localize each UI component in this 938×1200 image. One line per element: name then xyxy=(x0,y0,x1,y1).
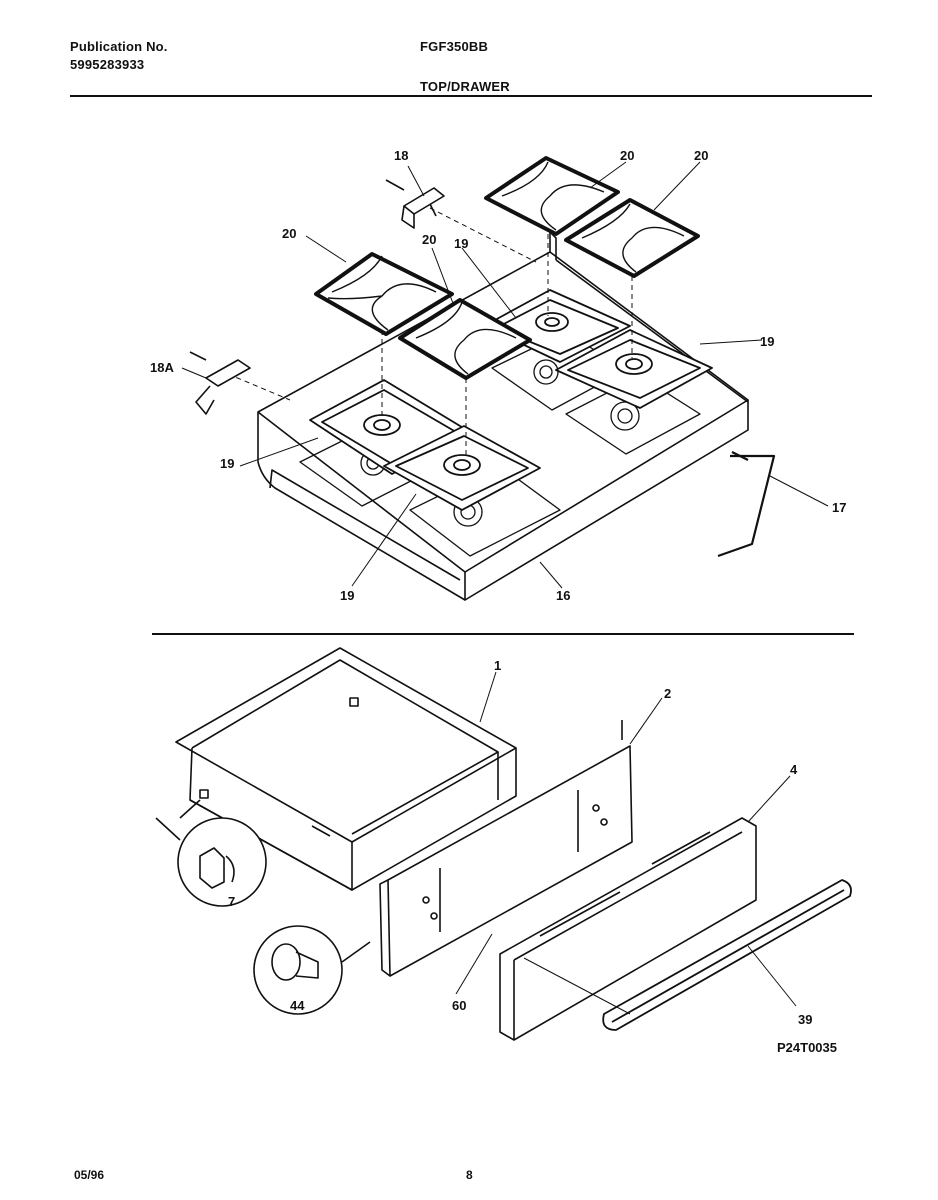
detail-circle-44 xyxy=(253,925,371,1015)
drawer-body-1 xyxy=(175,647,517,891)
publication-number: 5995283933 xyxy=(70,57,145,72)
leader-lines-top xyxy=(181,161,829,589)
callout-1: 1 xyxy=(494,658,501,673)
bracket-18 xyxy=(385,179,445,229)
callout-20: 20 xyxy=(422,232,436,247)
model-number: FGF350BB xyxy=(420,39,489,54)
callout-19: 19 xyxy=(454,236,468,251)
callout-16: 16 xyxy=(556,588,570,603)
callout-20: 20 xyxy=(620,148,634,163)
footer-date: 05/96 xyxy=(74,1168,105,1182)
assembly-lines xyxy=(227,207,633,458)
section-title: TOP/DRAWER xyxy=(420,79,510,94)
detail-circle-7 xyxy=(155,799,267,907)
callout-19: 19 xyxy=(340,588,354,603)
section-divider xyxy=(152,633,854,635)
callout-7: 7 xyxy=(228,894,235,909)
wire-17 xyxy=(717,451,776,558)
callout-19: 19 xyxy=(760,334,774,349)
callout-60: 60 xyxy=(452,998,466,1013)
header-rule xyxy=(70,95,872,97)
callout-17: 17 xyxy=(832,500,846,515)
drawer-panel-4 xyxy=(499,817,757,1041)
drawer-front-2 xyxy=(379,720,633,977)
callout-4: 4 xyxy=(790,762,798,777)
callout-44: 44 xyxy=(290,998,305,1013)
callout-18: 18 xyxy=(394,148,408,163)
handle-39 xyxy=(602,879,852,1031)
figure-id: P24T0035 xyxy=(777,1040,837,1055)
callout-20: 20 xyxy=(694,148,708,163)
callout-20: 20 xyxy=(282,226,296,241)
callout-19: 19 xyxy=(220,456,234,471)
leader-lines-bottom xyxy=(455,671,797,1015)
callout-2: 2 xyxy=(664,686,671,701)
callout-18a: 18A xyxy=(150,360,174,375)
page-number: 8 xyxy=(466,1168,473,1182)
grate-fingers xyxy=(327,161,685,375)
callout-39: 39 xyxy=(798,1012,812,1027)
burner-bowls-19 xyxy=(309,289,713,511)
publication-label: Publication No. xyxy=(70,39,168,54)
bracket-18a xyxy=(189,351,251,415)
